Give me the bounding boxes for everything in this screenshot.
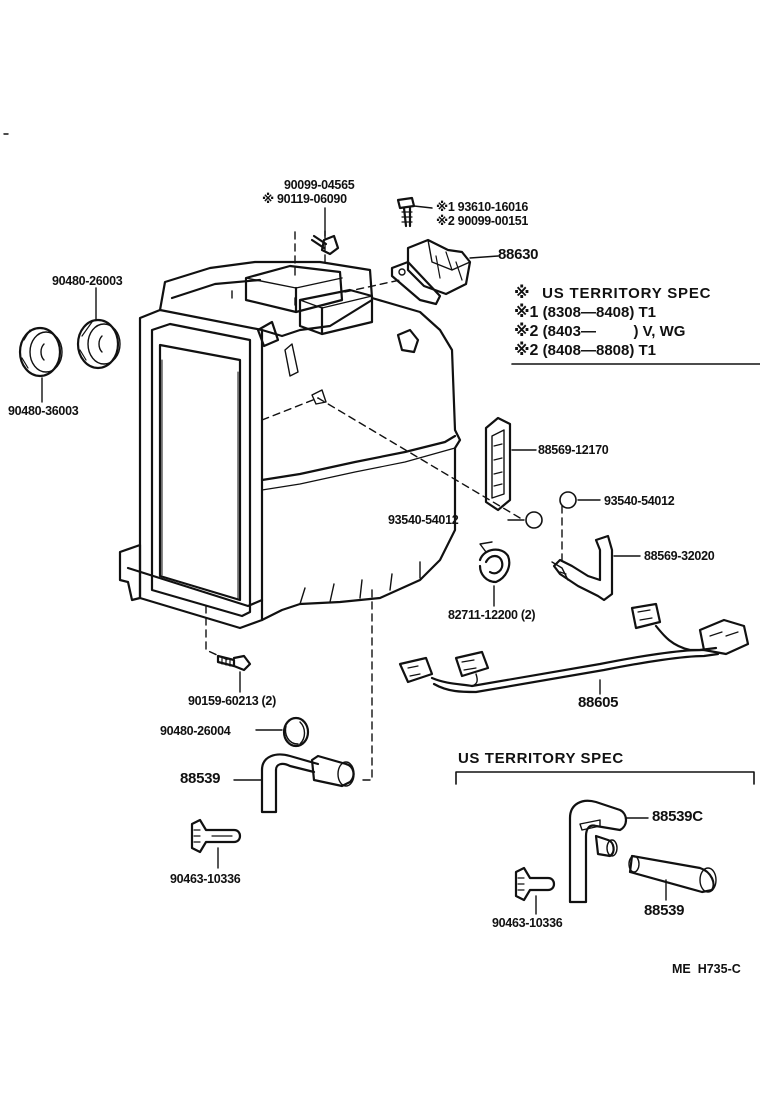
label-82711-12200: 82711-12200 (2): [448, 608, 536, 622]
label-88630: 88630: [498, 246, 539, 263]
legend: ※ US TERRITORY SPEC ※1 (8308—8408) T1 ※2…: [514, 284, 760, 360]
thermistor-88630: [390, 238, 472, 306]
legend-row-3: ※2 (8408—8808) T1: [514, 341, 760, 360]
clamp-88569-12170: [484, 416, 512, 512]
legend-row-2: ※2 (8403— ) V, WG: [514, 322, 760, 341]
label-88539-us: 88539: [644, 902, 685, 919]
legend-row-mark: ※2: [514, 342, 539, 359]
grommet-90480-26004: [282, 716, 310, 748]
label-90463-10336-us: 90463-10336: [492, 916, 563, 930]
label-88539C: 88539C: [652, 808, 703, 825]
wire-harness-88605: [398, 602, 750, 694]
legend-heading-text: US TERRITORY SPEC: [542, 285, 712, 302]
us-spec-box-frame: [455, 771, 755, 785]
legend-row-text: (8408—8808) T1: [542, 342, 657, 359]
drain-hose-88539-main: [260, 753, 355, 814]
label-90463-10336-main: 90463-10336: [170, 872, 241, 886]
screw-90159-60213: [216, 654, 252, 672]
grommet-90480-26003: [76, 318, 121, 370]
label-88605: 88605: [578, 694, 619, 711]
bolt-90099-04565: [310, 234, 340, 256]
screw-93610-16016: [396, 196, 416, 228]
label-90159-60213: 90159-60213 (2): [188, 694, 276, 708]
label-93610-16016: ※1 93610-16016: [436, 200, 529, 214]
label-90099-04565: 90099-04565: [284, 178, 355, 192]
label-90099-00151: ※2 90099-00151: [436, 214, 529, 228]
s-mark-93540-54012-b: [559, 491, 577, 509]
label-88569-12170: 88569-12170: [538, 443, 609, 457]
hose-clamp-90463-10336-us: [514, 866, 556, 902]
legend-heading: ※ US TERRITORY SPEC: [514, 284, 760, 303]
legend-row-text: (8403— ) V, WG: [542, 323, 686, 340]
label-90480-36003: 90480-36003: [8, 404, 79, 418]
us-spec-box-title: US TERRITORY SPEC: [458, 750, 624, 767]
label-88569-32020: 88569-32020: [644, 549, 715, 563]
evaporator-housing: [118, 260, 462, 630]
drain-hose-88539-us: [628, 854, 717, 894]
diagram-code: ME H735-C: [672, 962, 741, 976]
legend-row-mark: ※1: [514, 304, 539, 321]
s-mark-93540-54012-a: [525, 511, 543, 529]
label-90480-26004: 90480-26004: [160, 724, 231, 738]
legend-row-text: (8308—8408) T1: [542, 304, 657, 321]
hose-clamp-90463-10336-main: [190, 818, 242, 854]
legend-row-mark: ※2: [514, 323, 539, 340]
clip-82711-12200: [478, 541, 511, 584]
label-93540-54012-b: 93540-54012: [604, 494, 675, 508]
grommet-90480-36003: [18, 326, 63, 378]
label-88539-main: 88539: [180, 770, 221, 787]
label-93540-54012-a: 93540-54012: [388, 513, 459, 527]
bracket-88569-32020: [551, 534, 614, 602]
legend-row-1: ※1 (8308—8408) T1: [514, 303, 760, 322]
legend-heading-mark: ※: [514, 285, 530, 302]
label-90480-26003: 90480-26003: [52, 274, 123, 288]
label-90119-06090: ※ 90119-06090: [262, 192, 347, 206]
drain-hose-88539C: [568, 799, 628, 904]
